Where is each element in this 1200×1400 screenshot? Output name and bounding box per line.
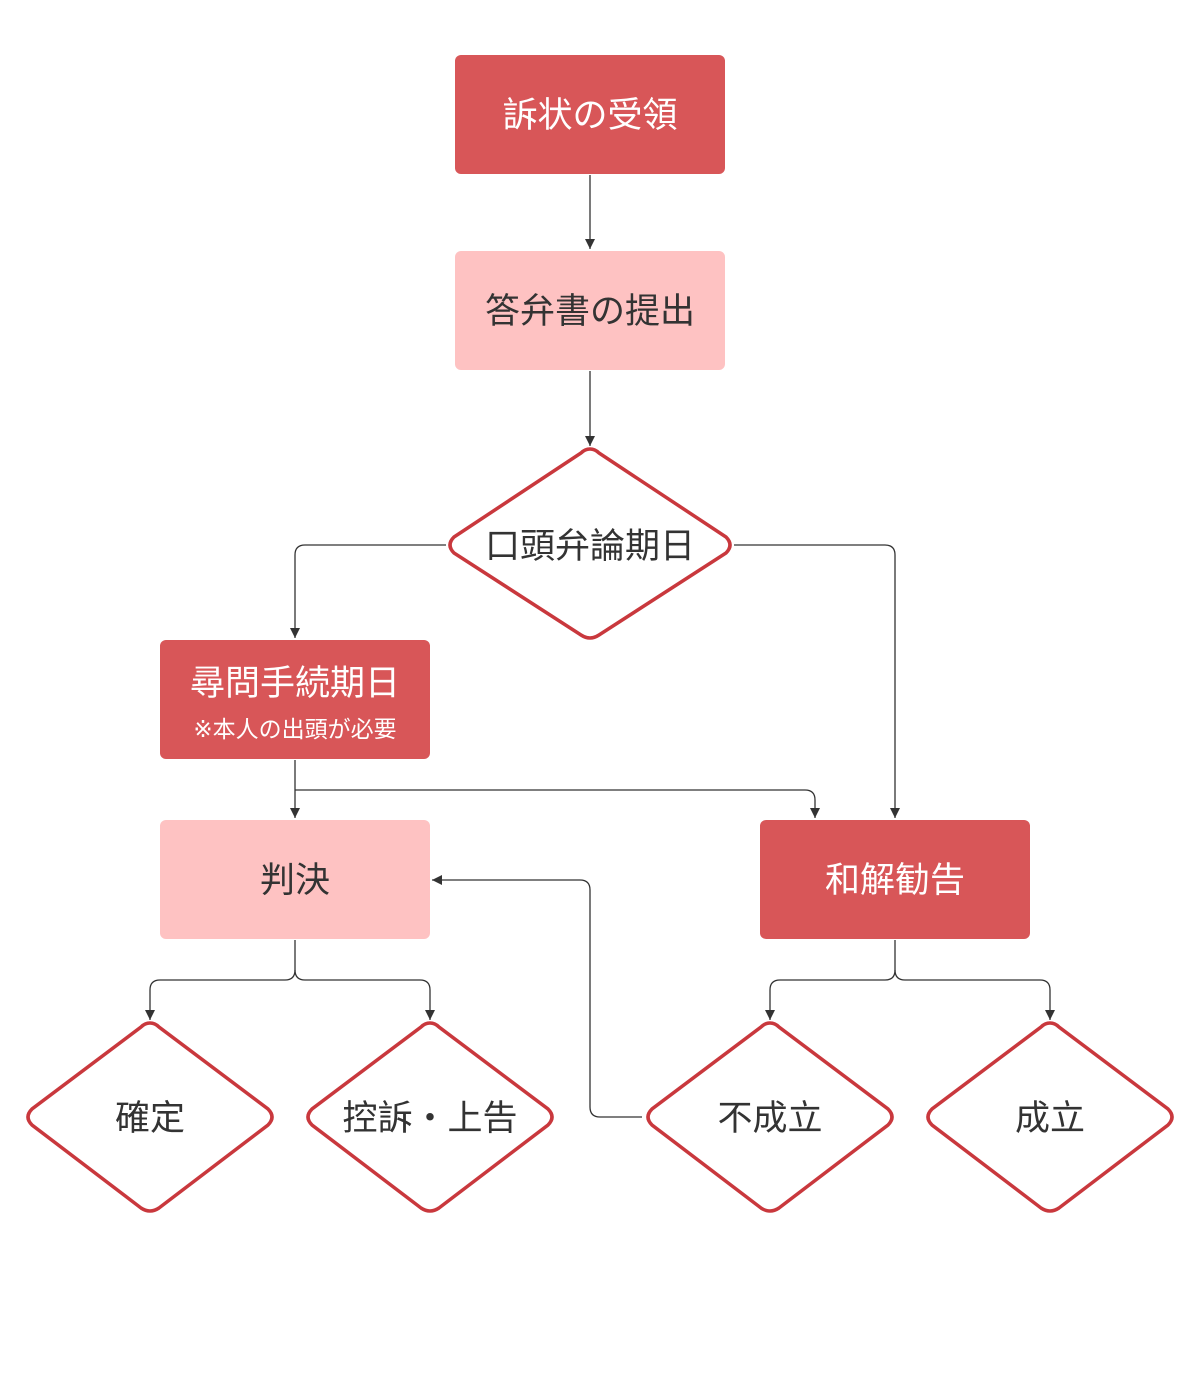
arrow-settlement-to-not-established xyxy=(765,940,896,1020)
arrow-oral-to-settlement xyxy=(734,544,900,818)
node-receive-complaint-label: 訴状の受領 xyxy=(502,96,677,136)
node-established-label: 成立 xyxy=(1015,1099,1085,1139)
arrow-settlement-to-established xyxy=(894,969,1055,1020)
node-established: 成立 xyxy=(926,1021,1174,1213)
node-receive-complaint: 訴状の受領 xyxy=(455,55,725,174)
node-appeal-label: 控訴・上告 xyxy=(342,1099,517,1139)
node-not-established-label: 不成立 xyxy=(717,1099,822,1139)
node-appeal: 控訴・上告 xyxy=(306,1021,554,1213)
node-oral-argument: 口頭弁論期日 xyxy=(448,447,732,640)
arrow-judgment-to-appeal xyxy=(294,969,435,1020)
node-judgment-label: 判決 xyxy=(260,861,330,901)
arrow-oral-to-examination xyxy=(290,544,446,638)
node-not-established: 不成立 xyxy=(646,1021,894,1213)
node-examination-label: 尋問手続期日 xyxy=(190,664,400,704)
arrow-judgment-to-finalized xyxy=(145,940,296,1020)
arrow-not-established-to-judgment xyxy=(432,875,642,1118)
node-judgment: 判決 xyxy=(160,820,430,939)
node-settlement-recommendation-label: 和解勧告 xyxy=(825,861,965,901)
node-examination: 尋問手続期日 ※本人の出頭が必要 xyxy=(160,640,430,759)
node-finalized: 確定 xyxy=(26,1021,274,1213)
arrow-examination-to-settlement xyxy=(295,789,820,818)
node-finalized-label: 確定 xyxy=(115,1099,185,1139)
node-submit-answer: 答弁書の提出 xyxy=(455,251,725,370)
node-examination-note: ※本人の出頭が必要 xyxy=(193,717,396,743)
node-submit-answer-label: 答弁書の提出 xyxy=(485,292,695,332)
node-settlement-recommendation: 和解勧告 xyxy=(760,820,1030,939)
node-oral-argument-label: 口頭弁論期日 xyxy=(485,527,695,567)
